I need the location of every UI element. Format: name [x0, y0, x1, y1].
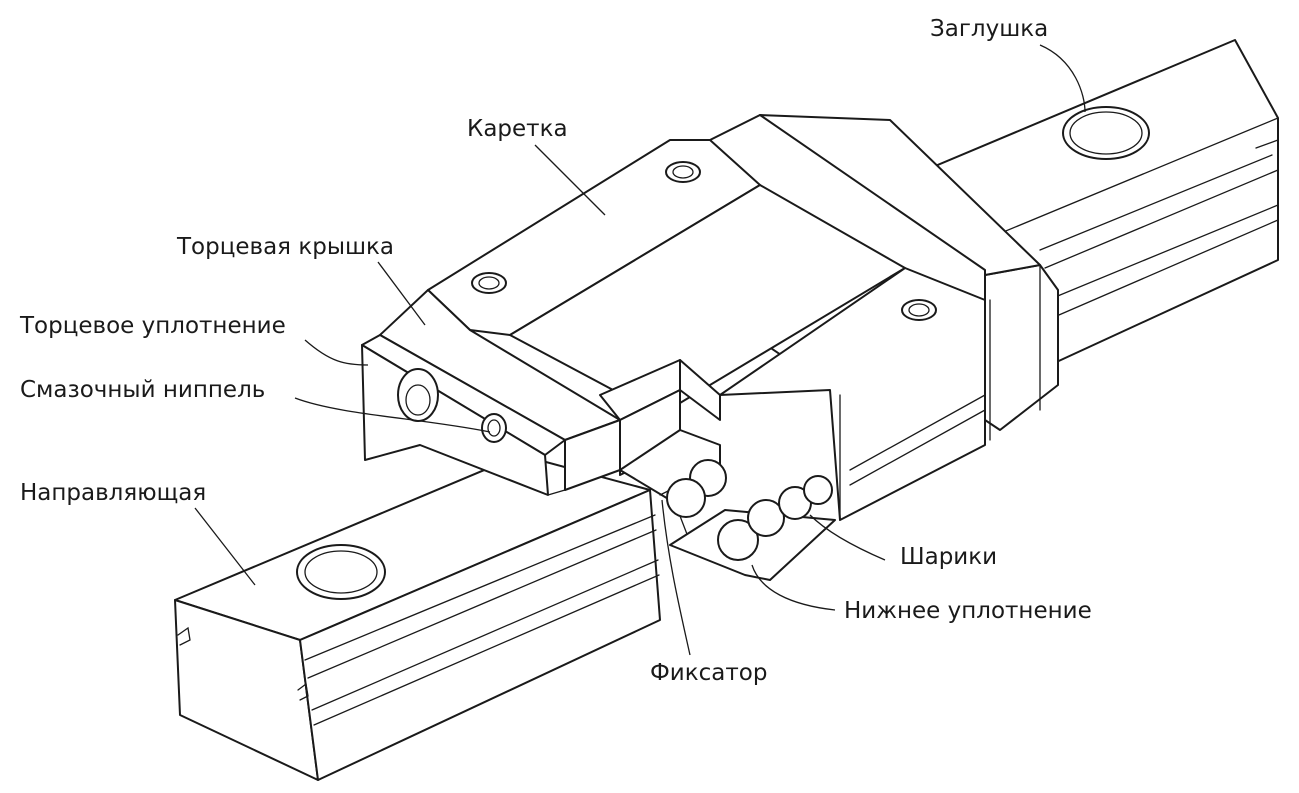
- label-end-cap: Торцевая крышка: [177, 234, 395, 260]
- label-plug: Заглушка: [930, 16, 1049, 42]
- plug-icon: [1062, 106, 1150, 160]
- label-balls: Шарики: [900, 544, 998, 570]
- label-retainer: Фиксатор: [650, 660, 768, 686]
- label-grease-nipple: Смазочный ниппель: [20, 377, 266, 403]
- rail-front: [174, 454, 661, 781]
- carriage-body: [427, 114, 991, 521]
- leader-lines: [194, 44, 1086, 656]
- label-bottom-seal: Нижнее уплотнение: [844, 598, 1092, 624]
- label-rail: Направляющая: [20, 480, 207, 506]
- grease-nipple-icon: [397, 368, 507, 443]
- ball-icon: [747, 499, 785, 537]
- rail-bolt-hole-icon: [296, 544, 386, 600]
- ball-icon: [803, 475, 833, 505]
- label-carriage: Каретка: [467, 116, 568, 142]
- ball-icon: [717, 519, 759, 561]
- cutaway-section: [619, 429, 836, 581]
- carriage-mount-holes: [471, 161, 937, 321]
- label-end-seal: Торцевое уплотнение: [20, 313, 286, 339]
- ball-icon: [666, 478, 706, 518]
- rear-end-cap: [759, 114, 1059, 431]
